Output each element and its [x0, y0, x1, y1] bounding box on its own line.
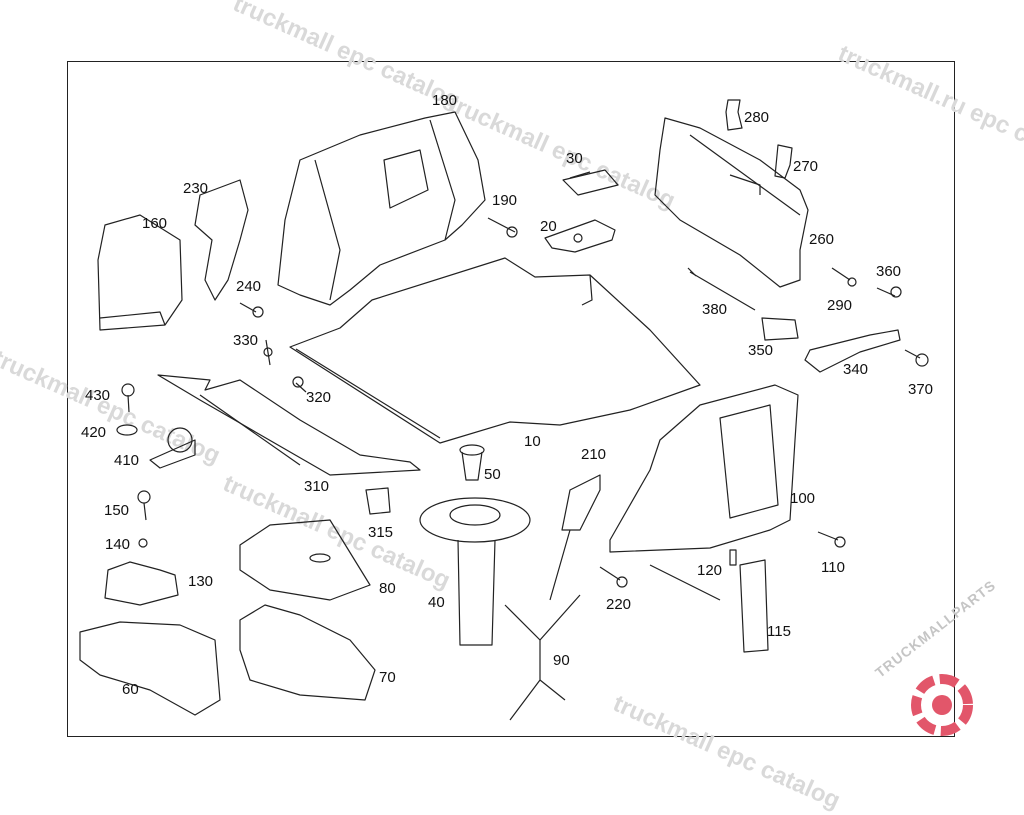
part-label[interactable]: 30	[566, 150, 583, 167]
part-280-clip	[725, 99, 743, 131]
part-260-side-trim	[654, 117, 809, 288]
part-210-rod	[549, 474, 601, 601]
part-20-bracket	[544, 219, 616, 253]
part-label[interactable]: 315	[368, 524, 394, 541]
part-320-screw	[292, 376, 307, 393]
part-label[interactable]: 320	[306, 389, 332, 406]
part-label[interactable]: 80	[379, 580, 396, 597]
part-340-rail	[804, 329, 901, 373]
part-50-knob	[459, 444, 485, 481]
leader-line	[649, 564, 721, 601]
part-label[interactable]: 190	[492, 192, 518, 209]
part-label[interactable]: 240	[236, 278, 262, 295]
part-label[interactable]: 230	[183, 180, 209, 197]
part-label[interactable]: 90	[553, 652, 570, 669]
part-230-bracket	[194, 179, 249, 301]
part-115-strip	[739, 559, 769, 653]
parts-drawing	[79, 99, 929, 721]
brand-logo-icon	[911, 674, 973, 736]
part-label[interactable]: 20	[540, 218, 557, 235]
part-30-cover	[562, 169, 619, 196]
part-label[interactable]: 110	[821, 559, 845, 576]
part-70-tray	[239, 604, 376, 701]
part-380-bolt	[687, 267, 756, 311]
part-label[interactable]: 210	[581, 446, 607, 463]
part-label[interactable]: 380	[702, 301, 728, 318]
part-60-tray	[79, 621, 221, 716]
part-label[interactable]: 100	[790, 490, 816, 507]
part-110-screw	[817, 531, 846, 548]
part-label[interactable]: 10	[524, 433, 541, 450]
part-label[interactable]: 60	[122, 681, 139, 698]
part-label[interactable]: 290	[827, 297, 853, 314]
part-label[interactable]: 40	[428, 594, 445, 611]
part-360-screw	[876, 286, 902, 298]
part-label[interactable]: 410	[114, 452, 140, 469]
part-315-clip	[365, 487, 391, 515]
part-label[interactable]: 220	[606, 596, 632, 613]
part-label[interactable]: 330	[233, 332, 259, 349]
part-label[interactable]: 50	[484, 466, 501, 483]
part-370-screw	[904, 349, 929, 367]
part-430-screw	[121, 383, 135, 413]
part-180-side-trim	[277, 111, 486, 306]
part-label[interactable]: 280	[744, 109, 770, 126]
part-290-clip	[831, 267, 857, 287]
part-100-cover	[609, 384, 799, 553]
part-label[interactable]: 120	[697, 562, 723, 579]
part-90-wrench	[504, 594, 581, 721]
part-label[interactable]: 270	[793, 158, 819, 175]
part-label[interactable]: 260	[809, 231, 835, 248]
part-label[interactable]: 430	[85, 387, 111, 404]
part-label[interactable]: 310	[304, 478, 330, 495]
part-190-screw	[487, 217, 518, 238]
part-220-screw	[599, 566, 628, 588]
part-420-washer	[116, 424, 138, 436]
part-label[interactable]: 70	[379, 669, 396, 686]
part-350-block	[761, 317, 799, 341]
part-label[interactable]: 360	[876, 263, 902, 280]
part-150-screw	[137, 490, 151, 521]
part-label[interactable]: 140	[105, 536, 131, 553]
part-40-holder	[419, 497, 531, 646]
part-160-box	[97, 214, 183, 331]
part-label[interactable]: 130	[188, 573, 214, 590]
part-330-pin	[263, 339, 273, 366]
part-410-eye	[149, 427, 196, 469]
part-120-clip	[729, 549, 737, 566]
part-label[interactable]: 115	[767, 623, 791, 640]
part-label[interactable]: 180	[432, 92, 458, 109]
part-label[interactable]: 160	[142, 215, 168, 232]
part-140-nut	[138, 538, 148, 548]
part-130-bracket	[104, 561, 179, 606]
part-10-floor-mat	[289, 257, 701, 444]
part-270-clip	[774, 144, 793, 179]
part-label[interactable]: 370	[908, 381, 934, 398]
part-label[interactable]: 340	[843, 361, 869, 378]
part-label[interactable]: 350	[748, 342, 774, 359]
part-310-sill	[157, 374, 421, 476]
part-240-screw	[239, 302, 264, 318]
part-80-disc	[239, 519, 371, 601]
diagram-frame	[67, 61, 955, 737]
part-label[interactable]: 420	[81, 424, 107, 441]
part-label[interactable]: 150	[104, 502, 130, 519]
